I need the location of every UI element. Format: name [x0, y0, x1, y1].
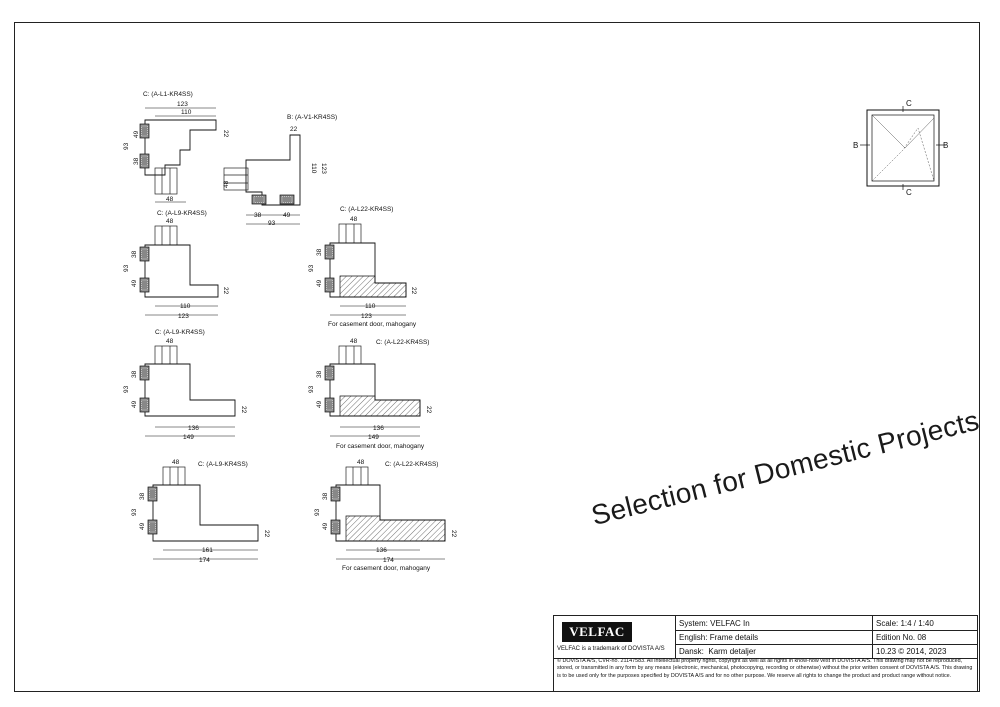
section-title: C: (A-L9-KR4SS)	[198, 461, 248, 468]
dim-label: 22	[222, 130, 229, 138]
dim-label: 38	[139, 492, 146, 500]
dim-label: 48	[172, 459, 180, 466]
dim-label: 49	[316, 400, 323, 408]
sheet-border	[14, 22, 980, 692]
dim-label: 93	[268, 220, 276, 227]
scale-text: Scale: 1:4 / 1:40	[876, 618, 934, 628]
dim-label: 93	[314, 508, 321, 516]
dim-label: 22	[263, 530, 270, 538]
key-label-left: B	[853, 141, 858, 150]
section-caption: For casement door, mahogany	[328, 321, 417, 328]
dim-label: 110	[181, 109, 192, 116]
section-title: B: (A-V1-KR4SS)	[287, 114, 337, 121]
section-title: C: (A-L22-KR4SS)	[376, 339, 429, 346]
dim-label: 38	[133, 157, 140, 165]
dim-label: 22	[240, 406, 247, 414]
english-value: Frame details	[709, 632, 759, 642]
section-caption: For casement door, mahogany	[336, 443, 425, 450]
dim-label: 48	[166, 196, 174, 203]
dim-label: 110	[310, 163, 317, 174]
dim-label: 149	[183, 434, 194, 441]
dim-label: 38	[131, 250, 138, 258]
dim-label: 93	[308, 385, 315, 393]
section-c-l9-c: C: (A-L9-KR4SS) 48 38 93 49 161 22 174	[131, 459, 270, 564]
key-label-top: C	[906, 99, 912, 108]
section-title: C: (A-L9-KR4SS)	[157, 210, 207, 217]
dim-label: 22	[290, 126, 298, 133]
dim-label: 38	[322, 492, 329, 500]
dim-label: 49	[133, 130, 140, 138]
section-c-l9-a: C: (A-L9-KR4SS) 48 38 93 49 110 22 123	[123, 210, 229, 320]
dim-label: 22	[450, 530, 457, 538]
dim-label: 22	[425, 406, 432, 414]
dansk-value: Karm detaljer	[708, 646, 756, 656]
section-c-l9-b: C: (A-L9-KR4SS) 48 38 93 49 136 22 149	[123, 329, 247, 441]
dim-label: 123	[178, 313, 189, 320]
section-title: C: (A-L22-KR4SS)	[340, 206, 393, 213]
dim-label: 136	[376, 547, 387, 554]
section-caption: For casement door, mahogany	[342, 565, 431, 572]
section-c-l22-b: C: (A-L22-KR4SS) 48 38 93 49 136 22 149 …	[308, 338, 432, 450]
dim-label: 48	[223, 180, 230, 188]
dim-label: 49	[283, 212, 291, 219]
date-text: 10.23 © 2014, 2023	[876, 646, 947, 656]
dim-label: 123	[361, 313, 372, 320]
dim-label: 49	[139, 522, 146, 530]
section-title: C: (A-L22-KR4SS)	[385, 461, 438, 468]
section-b-v1: B: (A-V1-KR4SS) 22 110 123 48 38 49 93	[223, 114, 337, 227]
dim-label: 93	[123, 385, 130, 393]
dim-label: 93	[123, 264, 130, 272]
dim-label: 48	[357, 459, 365, 466]
title-block: System: VELFAC In English: Frame details…	[553, 615, 978, 692]
dim-label: 38	[316, 370, 323, 378]
key-label-bottom: C	[906, 188, 912, 197]
copyright-text: © DOVISTA A/S, CVR-no. 21147583. All int…	[557, 658, 973, 679]
section-title: C: (A-L1-KR4SS)	[143, 91, 193, 98]
dim-label: 93	[123, 142, 130, 150]
dim-label: 38	[254, 212, 262, 219]
dim-label: 48	[350, 338, 358, 345]
edition-text: Edition No. 08	[876, 632, 927, 642]
key-plan: C B B C	[853, 99, 948, 197]
dim-label: 48	[166, 218, 174, 225]
dim-label: 174	[199, 557, 210, 564]
dim-label: 136	[188, 425, 199, 432]
section-title: C: (A-L9-KR4SS)	[155, 329, 205, 336]
dim-label: 49	[131, 279, 138, 287]
system-value: VELFAC In	[710, 618, 750, 628]
section-c-l22-c: C: (A-L22-KR4SS) 48 38 93 49 136 22 174 …	[314, 459, 457, 572]
dim-label: 49	[322, 522, 329, 530]
system-label: System:	[679, 618, 708, 628]
english-label: English:	[679, 632, 708, 642]
velfac-logo: VELFAC	[562, 622, 632, 642]
dim-label: 48	[350, 216, 358, 223]
dim-label: 123	[320, 163, 327, 174]
dim-label: 123	[177, 101, 188, 108]
dim-label: 93	[308, 264, 315, 272]
dim-label: 22	[222, 287, 229, 295]
dim-label: 136	[373, 425, 384, 432]
dim-label: 110	[365, 303, 376, 310]
key-label-right: B	[943, 141, 948, 150]
dim-label: 22	[410, 287, 417, 295]
dim-label: 174	[383, 557, 394, 564]
section-c-l1: C: (A-L1-KR4SS) 123 110 22 93 49 38 48	[123, 91, 229, 203]
dim-label: 49	[316, 279, 323, 287]
dim-label: 110	[180, 303, 191, 310]
dim-label: 93	[131, 508, 138, 516]
dim-label: 38	[131, 370, 138, 378]
section-c-l22-a: C: (A-L22-KR4SS) 48 38 93 49 110 22 123 …	[308, 206, 417, 328]
dim-label: 48	[166, 338, 174, 345]
dim-label: 149	[368, 434, 379, 441]
dim-label: 161	[202, 547, 213, 554]
dansk-label: Dansk:	[679, 646, 704, 656]
dim-label: 38	[316, 248, 323, 256]
dim-label: 49	[131, 400, 138, 408]
trademark-text: VELFAC is a trademark of DOVISTA A/S	[557, 646, 665, 652]
